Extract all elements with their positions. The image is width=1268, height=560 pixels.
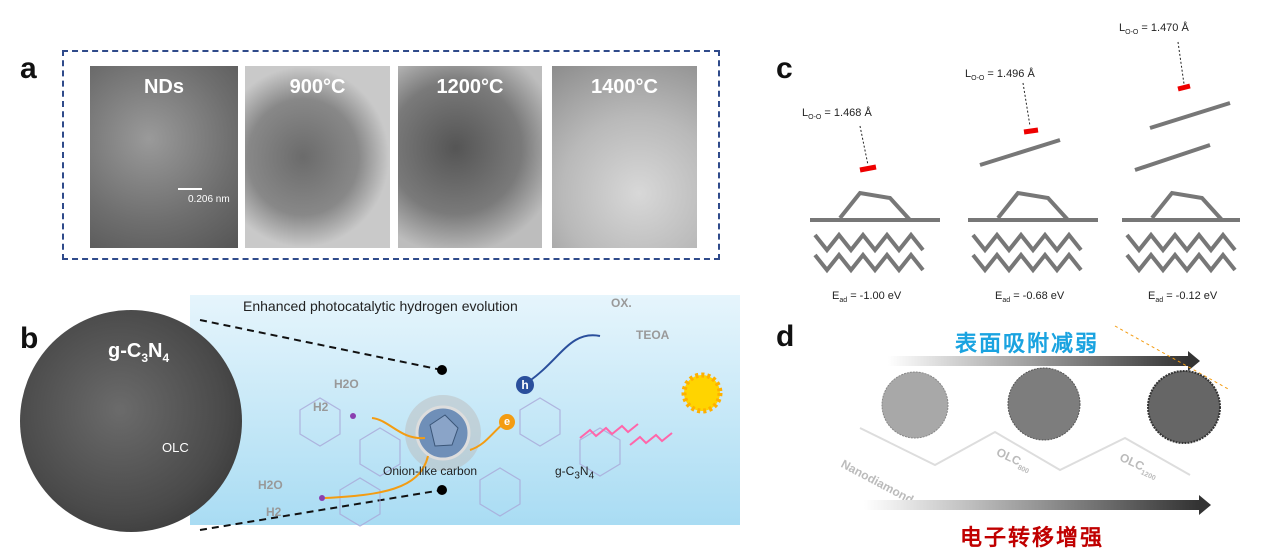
scale-bar [178, 188, 202, 190]
tem-image-900: 900°C [245, 66, 390, 248]
arrow-head [1188, 351, 1200, 371]
top-gradient-arrow [888, 356, 1188, 366]
onion-spheres [859, 325, 1231, 476]
h2-label: H2 [266, 505, 282, 519]
surface-adsorption-text: 表面吸附减弱 [955, 331, 1100, 356]
panel-c-label: c [776, 52, 793, 85]
adsorption-energy-3: Ead = -0.12 eV [1148, 290, 1218, 305]
adsorption-energy-2: Ead = -0.68 eV [995, 290, 1065, 305]
image-title: 1200°C [436, 76, 504, 98]
olc-label: OLC [162, 440, 189, 455]
electron-transfer-text: 电子转移增强 [960, 525, 1105, 550]
h2-label: H2 [313, 400, 329, 414]
ox-label: OX. [611, 296, 632, 310]
tem-image-nds: NDs 0.206 nm [90, 66, 238, 248]
tem-circle-title: g-C3N4 [108, 340, 170, 365]
electron-icon: e [499, 414, 515, 430]
bottom-gradient-arrow [864, 500, 1199, 510]
bond-length-3: LO-O = 1.470 Å [1119, 22, 1189, 37]
adsorption-energy-1: Ead = -1.00 eV [832, 290, 902, 305]
lattice-spacing-label: 0.206 nm [188, 194, 230, 205]
image-title: 1400°C [591, 76, 658, 98]
tem-circle [20, 310, 242, 532]
panel-a-frame [62, 50, 720, 260]
image-title: NDs [143, 76, 184, 98]
panel-a-label: a [20, 52, 37, 85]
panel-b-label: b [20, 322, 39, 355]
h2o-label: H2O [258, 478, 283, 492]
molecular-structures [810, 41, 1240, 274]
bond-length-2: LO-O = 1.496 Å [965, 68, 1035, 83]
image-title: 900°C [289, 76, 346, 98]
teoa-label: TEOA [636, 328, 670, 342]
arrow-head [1199, 495, 1211, 515]
bond-length-1: LO-O = 1.468 Å [802, 107, 872, 122]
olc-caption: Onion-like carbon [383, 464, 478, 478]
hole-icon: h [516, 376, 534, 394]
gcn-caption: g-C3N4 [555, 464, 595, 482]
tem-image-1200: 1200°C [398, 66, 542, 248]
h2o-label: H2O [334, 377, 359, 391]
tem-image-1400: 1400°C [552, 66, 697, 248]
panel-d-label: d [776, 320, 795, 353]
schematic-title: Enhanced photocatalytic hydrogen evoluti… [243, 298, 518, 314]
